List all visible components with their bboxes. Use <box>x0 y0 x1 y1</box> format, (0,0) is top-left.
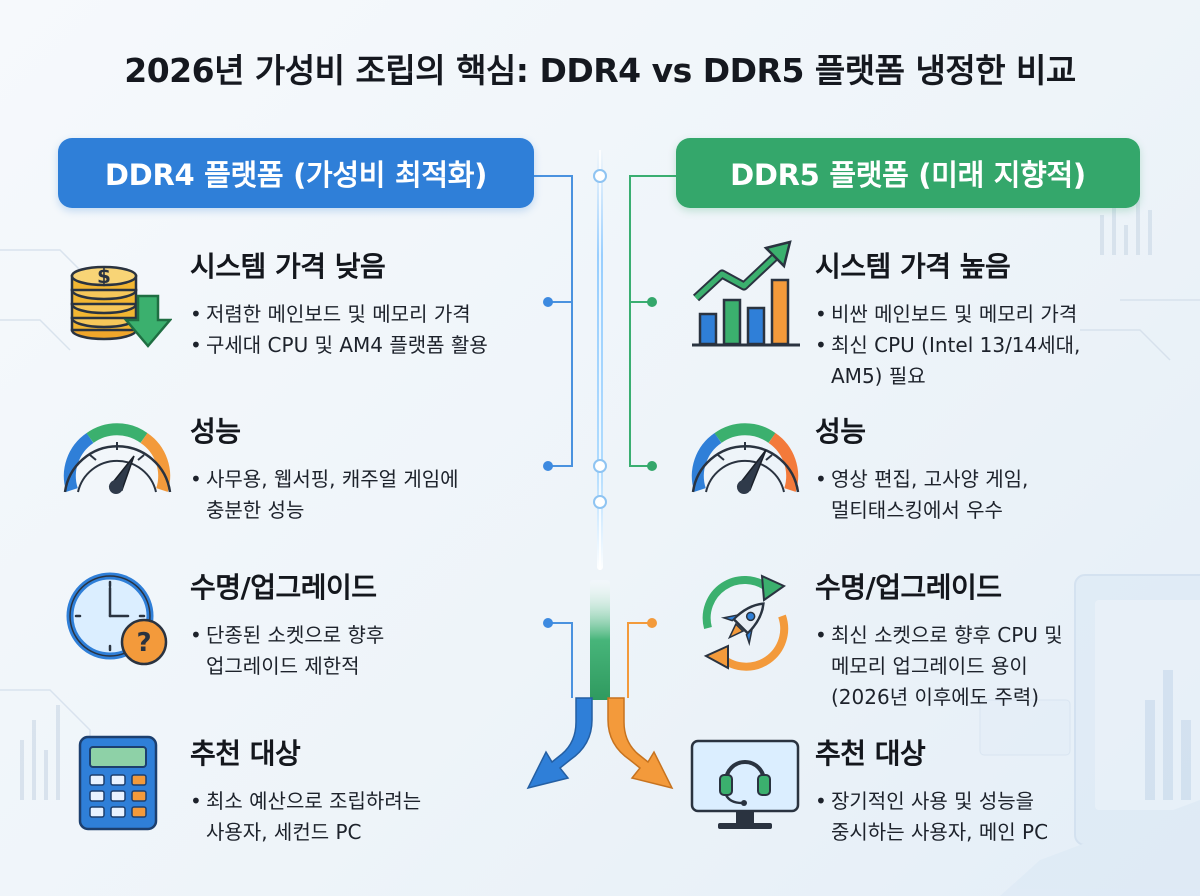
page-title: 2026년 가성비 조립의 핵심: DDR4 vs DDR5 플랫폼 냉정한 비… <box>124 51 1076 90</box>
section-title: 추천 대상 <box>815 737 926 770</box>
section-title: 성능 <box>190 415 241 448</box>
section-title: 수명/업그레이드 <box>815 571 1002 604</box>
section-title: 시스템 가격 낮음 <box>190 250 386 283</box>
bullet-item: •영상 편집, 고사양 게임, 멀티태스킹에서 우수 <box>815 467 1029 522</box>
bullet-item: •최신 CPU (Intel 13/14세대, AM5) 필요 <box>815 333 1081 388</box>
speedometer-gauge-icon <box>63 423 172 494</box>
bullet-item: •구세대 CPU 및 AM4 플랫폼 활용 <box>190 333 488 357</box>
ddr4-target-section: 추천 대상 •최소 예산으로 조립하려는 사용자, 세컨드 PC <box>190 732 560 848</box>
section-title: 추천 대상 <box>190 737 301 770</box>
calculator-icon <box>78 735 158 831</box>
rocket-cycle-icon <box>702 574 789 671</box>
bullet-item: •사무용, 웹서핑, 캐주얼 게임에 충분한 성능 <box>190 467 459 522</box>
speedometer-gauge-icon <box>691 423 800 494</box>
bullet-item: •비싼 메인보드 및 메모리 가격 <box>815 302 1078 326</box>
bullet-item: •단종된 소켓으로 향후 업그레이드 제한적 <box>190 623 385 678</box>
ddr5-price-section: 시스템 가격 높음 •비싼 메인보드 및 메모리 가격 •최신 CPU (Int… <box>815 245 1155 392</box>
coin-stack-down-arrow-icon: $ <box>70 264 172 348</box>
bar-chart-up-arrow-icon <box>692 240 800 347</box>
bullet-item: •장기적인 사용 및 성능을 중시하는 사용자, 메인 PC <box>815 789 1049 844</box>
bullet-item: •최신 소켓으로 향후 CPU 및 메모리 업그레이드 용이 (2026년 이후… <box>815 623 1063 709</box>
bullet-item: •최소 예산으로 조립하려는 사용자, 세컨드 PC <box>190 789 422 844</box>
bullet-item: •저렴한 메인보드 및 메모리 가격 <box>190 302 471 326</box>
section-title: 성능 <box>815 415 866 448</box>
section-title: 수명/업그레이드 <box>190 571 377 604</box>
ddr4-header-badge: DDR4 플랫폼 (가성비 최적화) <box>58 138 534 208</box>
clock-question-icon: ? <box>66 572 168 666</box>
svg-text:$: $ <box>97 264 111 288</box>
ddr4-upgrade-section: 수명/업그레이드 •단종된 소켓으로 향후 업그레이드 제한적 <box>190 566 560 682</box>
ddr4-performance-section: 성능 •사무용, 웹서핑, 캐주얼 게임에 충분한 성능 <box>190 410 560 526</box>
ddr5-header-badge: DDR5 플랫폼 (미래 지향적) <box>676 138 1140 208</box>
ddr5-target-section: 추천 대상 •장기적인 사용 및 성능을 중시하는 사용자, 메인 PC <box>815 732 1155 848</box>
ddr4-price-section: 시스템 가격 낮음 •저렴한 메인보드 및 메모리 가격 •구세대 CPU 및 … <box>190 245 560 361</box>
ddr5-performance-section: 성능 •영상 편집, 고사양 게임, 멀티태스킹에서 우수 <box>815 410 1155 526</box>
section-title: 시스템 가격 높음 <box>815 250 1011 283</box>
monitor-headset-icon <box>690 739 800 829</box>
ddr5-upgrade-section: 수명/업그레이드 •최신 소켓으로 향후 CPU 및 메모리 업그레이드 용이 … <box>815 566 1155 713</box>
svg-text:?: ? <box>136 628 151 658</box>
